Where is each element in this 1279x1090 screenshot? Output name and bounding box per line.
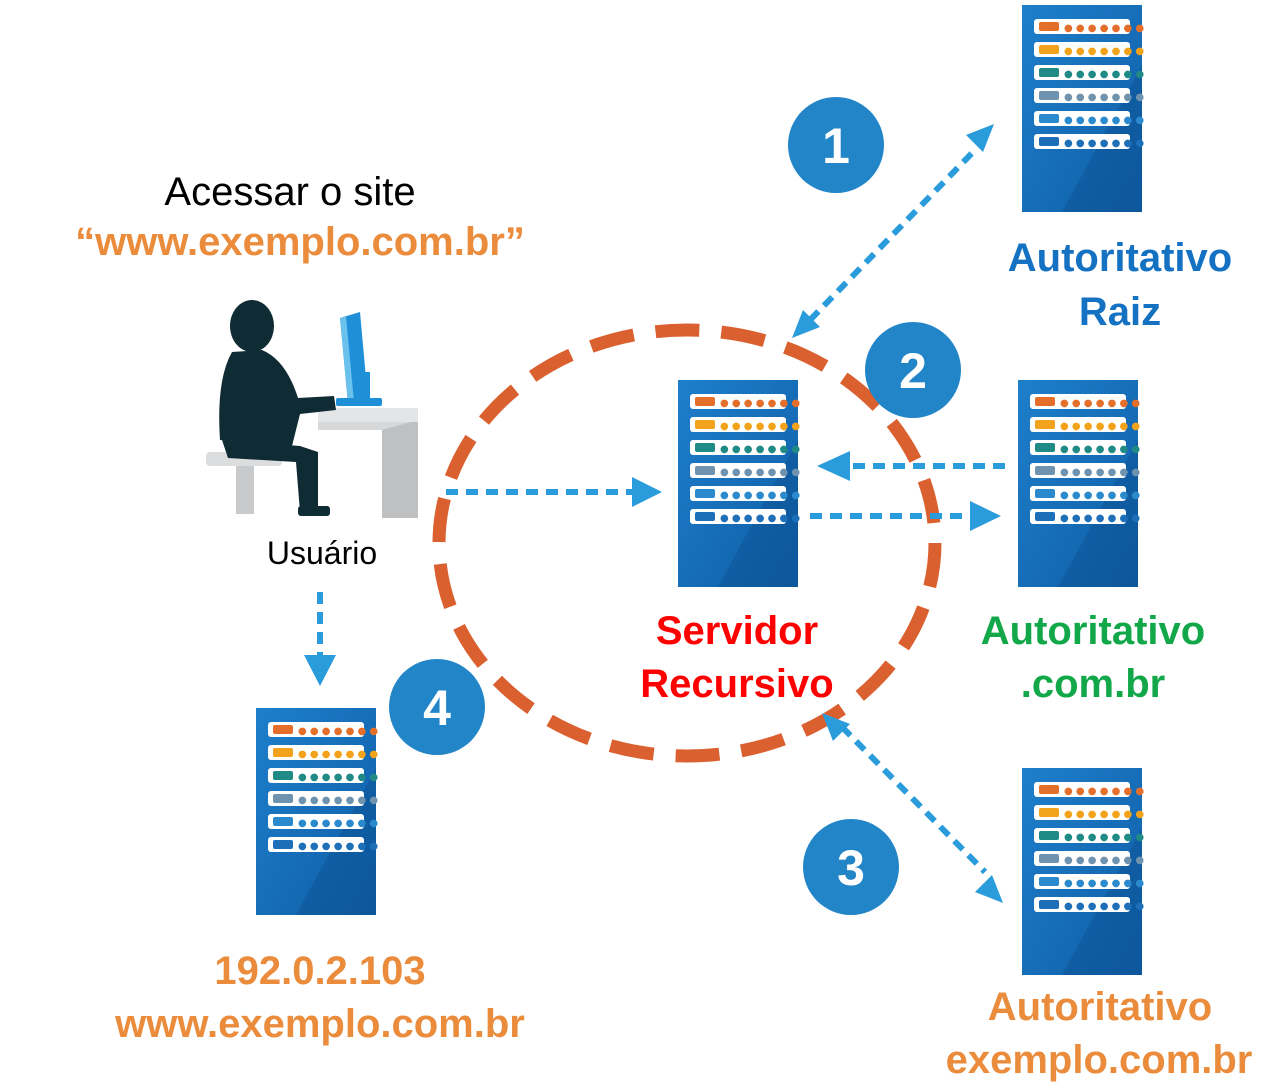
user-at-computer-icon [206,300,418,518]
recursive-scope-ellipse [432,323,942,763]
exemplo-server-icon [1022,768,1145,975]
exemplo-label-line-2: exemplo.com.br [945,1038,1253,1082]
step-3-badge: 3 [803,819,899,915]
result-ip: 192.0.2.103 [214,949,426,993]
user-label: Usuário [266,535,378,571]
recursive-server-icon [678,380,801,587]
site-server-icon [256,708,379,915]
root-server-icon [1022,5,1145,212]
svg-text:4: 4 [423,680,451,736]
arrowhead-right-icon [632,477,662,507]
arrowhead-down-left-icon [792,310,820,338]
root-label-line-1: Autoritativo [1007,236,1233,280]
result-domain: www.exemplo.com.br [115,1002,525,1046]
arrowhead-up-right-icon [966,124,994,152]
recursive-label-line-2: Recursivo [640,662,834,706]
svg-text:2: 2 [899,343,927,399]
exemplo-label-line-1: Autoritativo [987,985,1213,1029]
arrow-recursive-exemplo [839,724,988,875]
arrowhead-down-right-icon [975,875,1003,903]
combr-label-line-1: Autoritativo [980,609,1206,653]
combr-server-icon [1018,380,1141,587]
arrowhead-up-left-icon [822,713,850,741]
request-line-1: Acessar o site [164,170,416,214]
svg-text:3: 3 [837,840,865,896]
step-1-badge: 1 [788,97,884,193]
step-4-badge: 4 [389,659,485,755]
step-2-badge: 2 [865,322,961,418]
combr-label-line-2: .com.br [1020,662,1166,706]
svg-text:1: 1 [822,118,850,174]
root-label-line-2: Raiz [1078,290,1162,334]
recursive-label-line-1: Servidor [655,609,819,653]
arrowhead-right-icon [970,501,1001,531]
request-domain: “www.exemplo.com.br” [75,220,525,264]
arrowhead-down-icon [304,655,336,686]
arrowhead-left-icon [817,451,850,481]
